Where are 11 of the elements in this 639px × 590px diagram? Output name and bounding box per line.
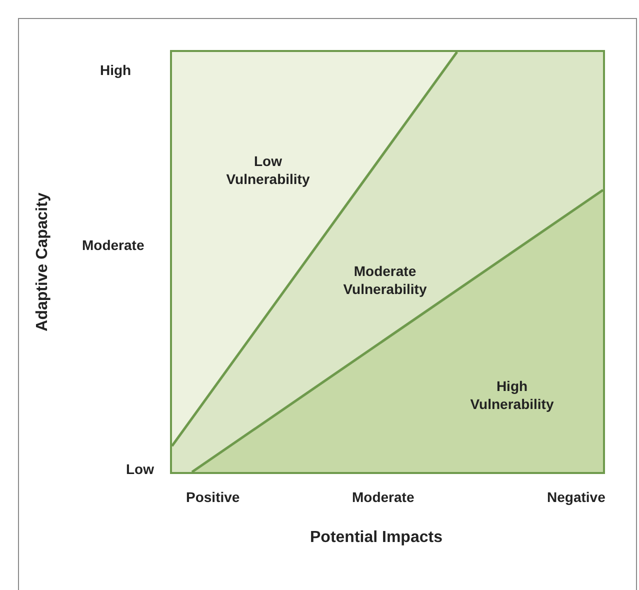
axis-tick-label: Negative — [547, 488, 606, 507]
axis-tick-label: Moderate — [352, 488, 414, 507]
axis-tick-label: High — [100, 61, 132, 80]
axis-tick-label: Moderate — [82, 236, 144, 255]
zone-label: Low Vulnerability — [225, 152, 311, 188]
zone-label: Moderate Vulnerability — [342, 262, 428, 298]
zone-label: High Vulnerability — [469, 377, 555, 413]
axis-tick-label: Low — [126, 460, 154, 479]
axis-tick-label: Positive — [186, 488, 240, 507]
axis-title: Potential Impacts — [310, 528, 442, 548]
axis-title: Adaptive Capacity — [33, 192, 52, 334]
